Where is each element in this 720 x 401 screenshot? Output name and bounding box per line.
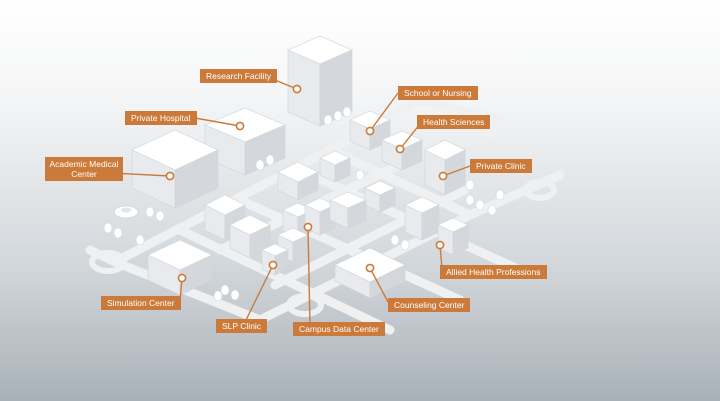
label-private-hospital[interactable]: Private Hospital <box>125 111 197 125</box>
label-research-facility[interactable]: Research Facility <box>200 69 278 83</box>
label-slp-clinic[interactable]: SLP Clinic <box>216 319 268 333</box>
label-academic-medical-center[interactable]: Academic Medical Center <box>45 157 123 181</box>
label-counseling-center[interactable]: Counseling Center <box>388 298 471 312</box>
label-simulation-center[interactable]: Simulation Center <box>101 296 181 310</box>
label-health-sciences[interactable]: Health Sciences <box>417 115 491 129</box>
central-buildings <box>204 150 396 276</box>
label-private-clinic[interactable]: Private Clinic <box>470 159 532 173</box>
health-sciences-building <box>381 130 423 171</box>
private-clinic-building <box>424 139 466 196</box>
label-campus-data-center[interactable]: Campus Data Center <box>293 322 385 336</box>
private-hospital-building <box>204 107 286 176</box>
label-school-nursing[interactable]: School or Nursing <box>398 86 478 100</box>
east-buildings <box>404 196 469 256</box>
simulation-building <box>147 239 213 296</box>
label-allied-health[interactable]: Allied Health Professions <box>440 265 547 279</box>
academic-medical-building <box>131 129 219 209</box>
location-markers <box>165 84 448 283</box>
fountain <box>113 205 139 219</box>
nursing-building <box>349 110 391 151</box>
research-tower <box>287 35 353 127</box>
